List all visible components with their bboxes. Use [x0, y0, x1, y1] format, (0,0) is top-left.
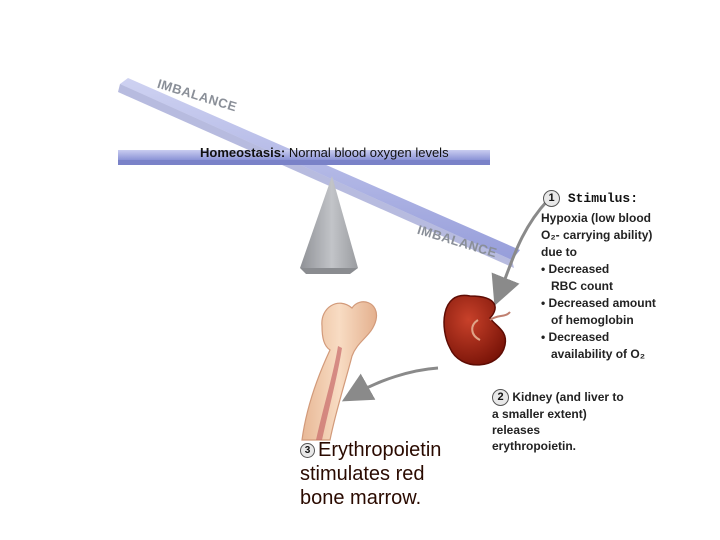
kidney: [443, 294, 511, 366]
homeostasis-text: Normal blood oxygen levels: [288, 145, 449, 160]
stimulus-line: • Decreased: [541, 262, 610, 276]
homeostasis-beam: [118, 150, 490, 160]
marrow-line: bone marrow.: [300, 487, 422, 509]
kidney-line: releases: [492, 423, 541, 438]
kidney-line-text: Kidney (and liver to: [512, 390, 624, 404]
imbalance-beam: [120, 78, 520, 260]
stimulus-line: availability of O₂: [551, 347, 646, 361]
homeostasis-label: Homeostasis:: [200, 145, 286, 160]
stimulus-line: due to: [541, 245, 577, 259]
stimulus-line: • Decreased: [541, 330, 610, 344]
homeostasis-caption: Homeostasis: Normal blood oxygen levels: [200, 145, 449, 160]
stimulus-title: Stimulus:: [567, 190, 639, 206]
kidney-line: erythropoietin.: [492, 439, 577, 454]
fulcrum-base: [300, 268, 358, 274]
kidney-line: 2 Kidney (and liver to: [492, 389, 667, 407]
step-2-number: 2: [492, 389, 509, 407]
stimulus-line: • Decreased amount: [541, 296, 656, 310]
marrow-line: stimulates red: [300, 463, 425, 485]
bone: [301, 301, 378, 441]
stimulus-line: Hypoxia (low blood: [541, 211, 651, 225]
stimulus-line: O₂- carrying ability): [541, 228, 653, 242]
stimulus-line: RBC count: [551, 279, 613, 293]
kidney-line: a smaller extent): [492, 407, 587, 422]
arrow-kidney-to-bone: [341, 366, 439, 402]
kidney-description: 2 Kidney (and liver to a smaller extent)…: [492, 389, 667, 454]
arrow-stimulus-to-kidney: [491, 198, 550, 306]
stimulus-heading: 1 Stimulus:: [543, 190, 638, 207]
homeostasis-beam-edge: [118, 160, 490, 165]
stimulus-line: of hemoglobin: [551, 313, 634, 327]
bone-marrow: [316, 346, 342, 440]
step-1-number: 1: [543, 190, 560, 207]
imbalance-beam-shadow: [118, 84, 514, 268]
stimulus-description: Hypoxia (low blood O₂- carrying ability)…: [541, 210, 716, 363]
step-3-number: 3: [300, 443, 315, 459]
marrow-line-text: Erythropoietin: [318, 439, 442, 461]
fulcrum: [300, 176, 358, 268]
